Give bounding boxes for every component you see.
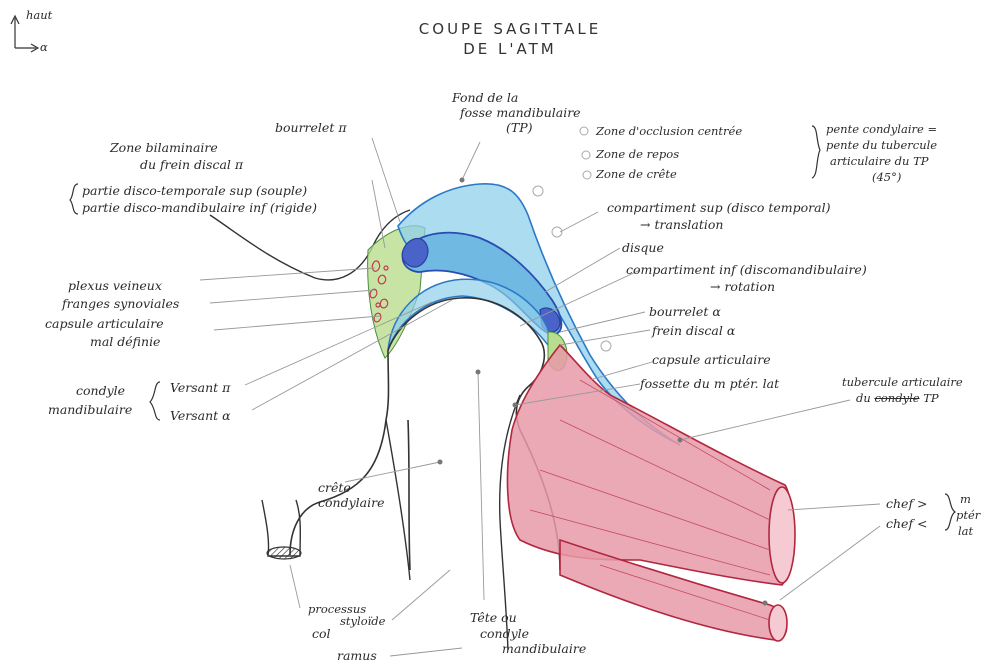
label-zone-repos: Zone de repos [596, 147, 679, 162]
partie-bracket [70, 184, 78, 214]
inferior-head-section [769, 605, 787, 641]
orientation-forward: α [40, 40, 48, 55]
label-m-ptery-1: m [960, 492, 971, 507]
label-tubercule-2: du condyle TP [856, 391, 939, 406]
label-condyle-2: mandibulaire [48, 402, 132, 417]
pente-bracket [812, 126, 820, 178]
label-pente-3: articulaire du TP [830, 154, 929, 169]
label-comp-inf-2: → rotation [710, 279, 775, 294]
label-tete-2: condyle [480, 626, 529, 641]
label-chef-sup: chef > [886, 496, 928, 511]
label-fond-fosse-2: fosse mandibulaire [460, 105, 581, 120]
label-capsule-post-2: mal définie [90, 334, 160, 349]
label-crete-1: crête [318, 480, 351, 495]
superior-head-section [769, 487, 795, 583]
label-processus-2: styloïde [340, 614, 385, 629]
label-frein-discal: frein discal α [652, 323, 735, 338]
ramus-left-outline [386, 420, 410, 580]
label-m-ptery-2: ptér [956, 508, 980, 523]
label-zone-occlusion: Zone d'occlusion centrée [596, 124, 742, 139]
orientation-up: haut [26, 8, 52, 23]
label-capsule-ant: capsule articulaire [652, 352, 771, 367]
title-line-1: COUPE SAGITTALE [395, 20, 625, 38]
chef-bracket [945, 494, 955, 530]
label-fond-fosse-3: (TP) [506, 120, 533, 135]
label-zone-bilaminaire-2: du frein discal π [140, 157, 243, 172]
label-bourrelet-ant: bourrelet α [649, 304, 721, 319]
label-ramus: ramus [337, 648, 377, 663]
label-capsule-post-1: capsule articulaire [45, 316, 164, 331]
label-comp-sup-2: → translation [640, 217, 723, 232]
label-m-ptery-3: lat [958, 524, 973, 539]
label-versant-post: Versant π [170, 380, 230, 395]
label-pente-4: (45°) [872, 170, 901, 185]
label-partie-sup: partie disco-temporale sup (souple) [82, 183, 307, 198]
label-comp-inf-1: compartiment inf (discomandibulaire) [626, 262, 867, 277]
tubercule-du: du [856, 391, 871, 405]
label-zone-bilaminaire-1: Zone bilaminaire [110, 140, 218, 155]
label-tete-1: Tête ou [470, 610, 517, 625]
label-crete-2: condylaire [318, 495, 384, 510]
label-pente-1: pente condylaire = [826, 122, 937, 137]
label-bourrelet-post: bourrelet π [275, 120, 347, 135]
tubercule-tp: TP [923, 391, 938, 405]
label-disque: disque [622, 240, 664, 255]
condyle-bracket [150, 382, 160, 420]
label-comp-sup-1: compartiment sup (disco temporal) [607, 200, 830, 215]
label-tubercule-1: tubercule articulaire [842, 375, 963, 390]
label-plexus: plexus veineux [68, 278, 162, 293]
label-versant-ant: Versant α [170, 408, 231, 423]
label-fossette: fossette du m ptér. lat [640, 376, 779, 391]
label-zone-crete: Zone de crête [596, 167, 677, 182]
title-line-2: DE L'ATM [420, 40, 600, 58]
label-col: col [312, 626, 331, 641]
label-pente-2: pente du tubercule [826, 138, 937, 153]
label-fond-fosse-1: Fond de la [452, 90, 518, 105]
label-franges: franges synoviales [62, 296, 179, 311]
label-tete-3: mandibulaire [502, 641, 586, 656]
label-partie-inf: partie disco-mandibulaire inf (rigide) [82, 200, 317, 215]
label-chef-inf: chef < [886, 516, 928, 531]
tubercule-struck: condyle [874, 391, 919, 405]
label-condyle-1: condyle [76, 383, 125, 398]
styloid-hatch [267, 547, 301, 559]
